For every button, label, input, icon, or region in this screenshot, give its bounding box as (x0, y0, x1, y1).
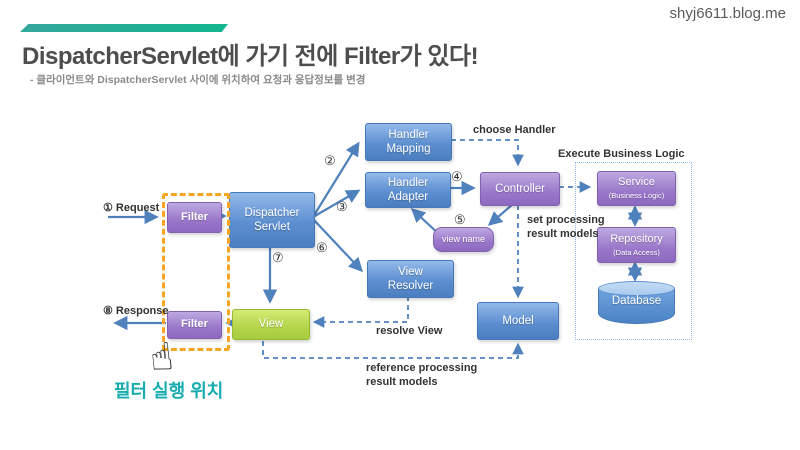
step-5: ⑤ (454, 212, 466, 227)
step-2: ② (324, 153, 336, 168)
dashed-view-to-model (262, 341, 524, 359)
hand-pointer-icon: ☝ (147, 333, 176, 381)
dashed-resolve-view (312, 296, 409, 328)
node-view-resolver: View Resolver (367, 260, 454, 298)
database-label: Database (611, 295, 662, 307)
node-view-name: view name (433, 227, 494, 252)
node-handler-mapping: Handler Mapping (365, 123, 452, 161)
page-subtitle: - 클라이언트와 DispatcherServlet 사이에 위치하여 요청과 … (30, 74, 366, 86)
database-cylinder-top (598, 281, 675, 296)
label-response: ⑧ Response (103, 305, 169, 317)
business-logic-frame (575, 162, 692, 340)
title-accent-banner (20, 24, 228, 32)
node-database: Database (598, 281, 675, 324)
node-repository: Repository (Data Access) (597, 227, 676, 263)
label-reference-processing-result-models: reference processing result models (366, 362, 478, 389)
filter-highlight-frame (162, 193, 230, 351)
arrow-controller-to-viewname (487, 203, 514, 226)
repository-label: Repository (610, 232, 663, 245)
node-model: Model (477, 302, 559, 340)
label-execute-business-logic: Execute Business Logic (558, 148, 685, 160)
label-resolve-view: resolve View (376, 325, 443, 337)
label-set-processing-result-models: set processing result models (527, 214, 605, 241)
step-7: ⑦ (272, 250, 284, 265)
node-view: View (232, 309, 310, 340)
service-sublabel: (Business Logic) (608, 191, 665, 201)
step-3: ③ (336, 199, 348, 214)
node-dispatcher-servlet: Dispatcher Servlet (229, 192, 315, 248)
service-label: Service (618, 176, 655, 189)
blog-url: shyj6611.blog.me (669, 5, 786, 22)
repository-sublabel: (Data Access) (613, 247, 660, 257)
label-choose-handler: choose Handler (473, 124, 556, 136)
page-title: DispatcherServlet에 가기 전에 Filter가 있다! (22, 43, 479, 70)
node-handler-adapter: Handler Adapter (365, 172, 451, 208)
node-service: Service (Business Logic) (597, 171, 676, 206)
dashed-choose-handler (451, 139, 524, 167)
step-4: ④ (451, 169, 463, 184)
node-filter-bottom: Filter (167, 311, 222, 339)
label-request: ① Request (103, 202, 160, 214)
filter-position-caption: 필터 실행 위치 (114, 381, 224, 401)
step-6: ⑥ (316, 240, 328, 255)
node-controller: Controller (480, 172, 560, 206)
